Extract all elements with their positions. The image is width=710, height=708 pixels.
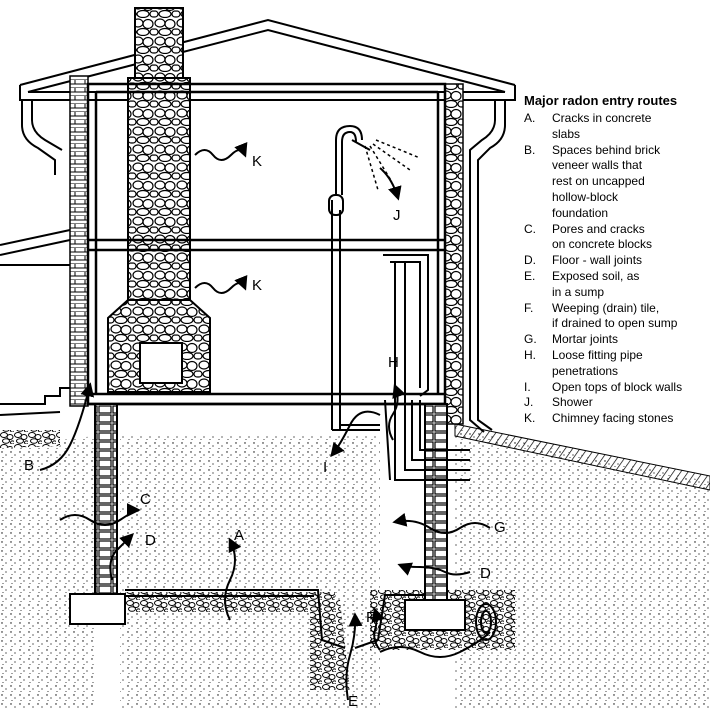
legend-item-letter: A. — [524, 111, 536, 125]
legend-item: E. Exposed soil, as in a sump — [524, 269, 710, 301]
entry-arrows — [39, 141, 491, 701]
legend: Major radon entry routes A. Cracks in con… — [524, 93, 710, 427]
legend-item-text: Chimney facing stones — [552, 411, 674, 426]
label-h: H — [388, 354, 399, 371]
arrow-c — [59, 503, 141, 526]
legend-item-text: Pores and cracks on concrete blocks — [552, 221, 653, 252]
label-j: J — [393, 207, 401, 224]
legend-item-letter: F. — [524, 300, 534, 315]
legend-item-text: Spaces behind brick veneer walls that re… — [552, 142, 661, 220]
arrow-d-right — [397, 562, 471, 576]
gravel-left — [0, 430, 60, 448]
arrow-f — [371, 607, 385, 651]
label-e: E — [348, 693, 358, 708]
arrow-j — [379, 167, 402, 201]
legend-item-letter: D. — [524, 253, 536, 268]
arrow-k-lower — [194, 274, 248, 294]
brick-veneer-left — [69, 75, 89, 407]
legend-item-letter: H. — [524, 347, 536, 362]
foundation-wall-left — [94, 403, 118, 595]
legend-item-text: Weeping (drain) tile, if drained to open… — [552, 300, 678, 331]
legend-item-text: Exposed soil, as in a sump — [552, 268, 640, 299]
legend-item: C. Pores and cracks on concrete blocks — [524, 222, 710, 254]
legend-item-letter: E. — [524, 268, 536, 283]
diagram-labels: K K J H I B C D A G D F E — [24, 153, 506, 708]
legend-item: G. Mortar joints — [524, 332, 710, 348]
arrow-d-left — [109, 533, 134, 581]
stone-wall-right — [444, 83, 464, 425]
legend-item: D. Floor - wall joints — [524, 253, 710, 269]
arrow-e — [345, 612, 363, 701]
legend-item: K. Chimney facing stones — [524, 411, 710, 427]
legend-item-letter: K. — [524, 411, 536, 426]
legend-item-letter: J. — [524, 395, 534, 410]
legend-item-text: Open tops of block walls — [552, 379, 683, 394]
legend-item-text: Loose fitting pipe penetrations — [552, 347, 643, 378]
legend-item-letter: I. — [524, 379, 531, 394]
label-b: B — [24, 457, 34, 474]
chimney — [107, 7, 211, 393]
legend-title: Major radon entry routes — [524, 93, 678, 108]
legend-item: H. Loose fitting pipe penetrations — [524, 348, 710, 380]
label-c: C — [140, 491, 151, 508]
radon-path-drain — [379, 631, 491, 658]
legend-item: A. Cracks in concrete slabs — [524, 111, 710, 143]
arrow-i — [330, 410, 381, 458]
legend-item: I. Open tops of block walls — [524, 380, 710, 396]
legend-item: F. Weeping (drain) tile, if drained to op… — [524, 301, 710, 333]
label-k-lower: K — [252, 277, 262, 294]
shower-spray — [364, 139, 421, 191]
legend-item-letter: C. — [524, 221, 536, 236]
legend-item-text: Shower — [552, 395, 593, 410]
label-a: A — [234, 527, 244, 544]
legend-item-letter: B. — [524, 142, 536, 157]
steps-left — [0, 387, 70, 416]
roof — [19, 18, 516, 101]
label-g: G — [494, 519, 506, 536]
arrow-b — [39, 382, 95, 471]
house-frame — [86, 82, 447, 406]
arrow-k-upper — [194, 141, 248, 161]
legend-item: B. Spaces behind brick veneer walls that … — [524, 143, 710, 222]
footing-right — [404, 599, 466, 631]
arrow-a — [224, 537, 242, 621]
label-d-left: D — [145, 532, 156, 549]
legend-item-text: Floor - wall joints — [552, 253, 643, 268]
legend-item-text: Cracks in concrete slabs — [552, 111, 652, 141]
arrow-g — [392, 512, 491, 534]
footing-left — [69, 593, 126, 625]
sloped-ground-right — [454, 423, 710, 491]
label-k-upper: K — [252, 153, 262, 170]
legend-item-letter: G. — [524, 332, 537, 347]
legend-item: J. Shower — [524, 395, 710, 411]
plumbing — [328, 124, 470, 481]
label-d-right: D — [480, 565, 491, 582]
porch-roof-left — [0, 229, 71, 266]
drain-tile — [475, 603, 497, 641]
legend-item-text: Mortar joints — [552, 332, 619, 347]
label-i: I — [323, 459, 327, 476]
label-f: F — [366, 609, 375, 626]
gutters — [21, 100, 506, 433]
arrow-h — [388, 383, 406, 441]
